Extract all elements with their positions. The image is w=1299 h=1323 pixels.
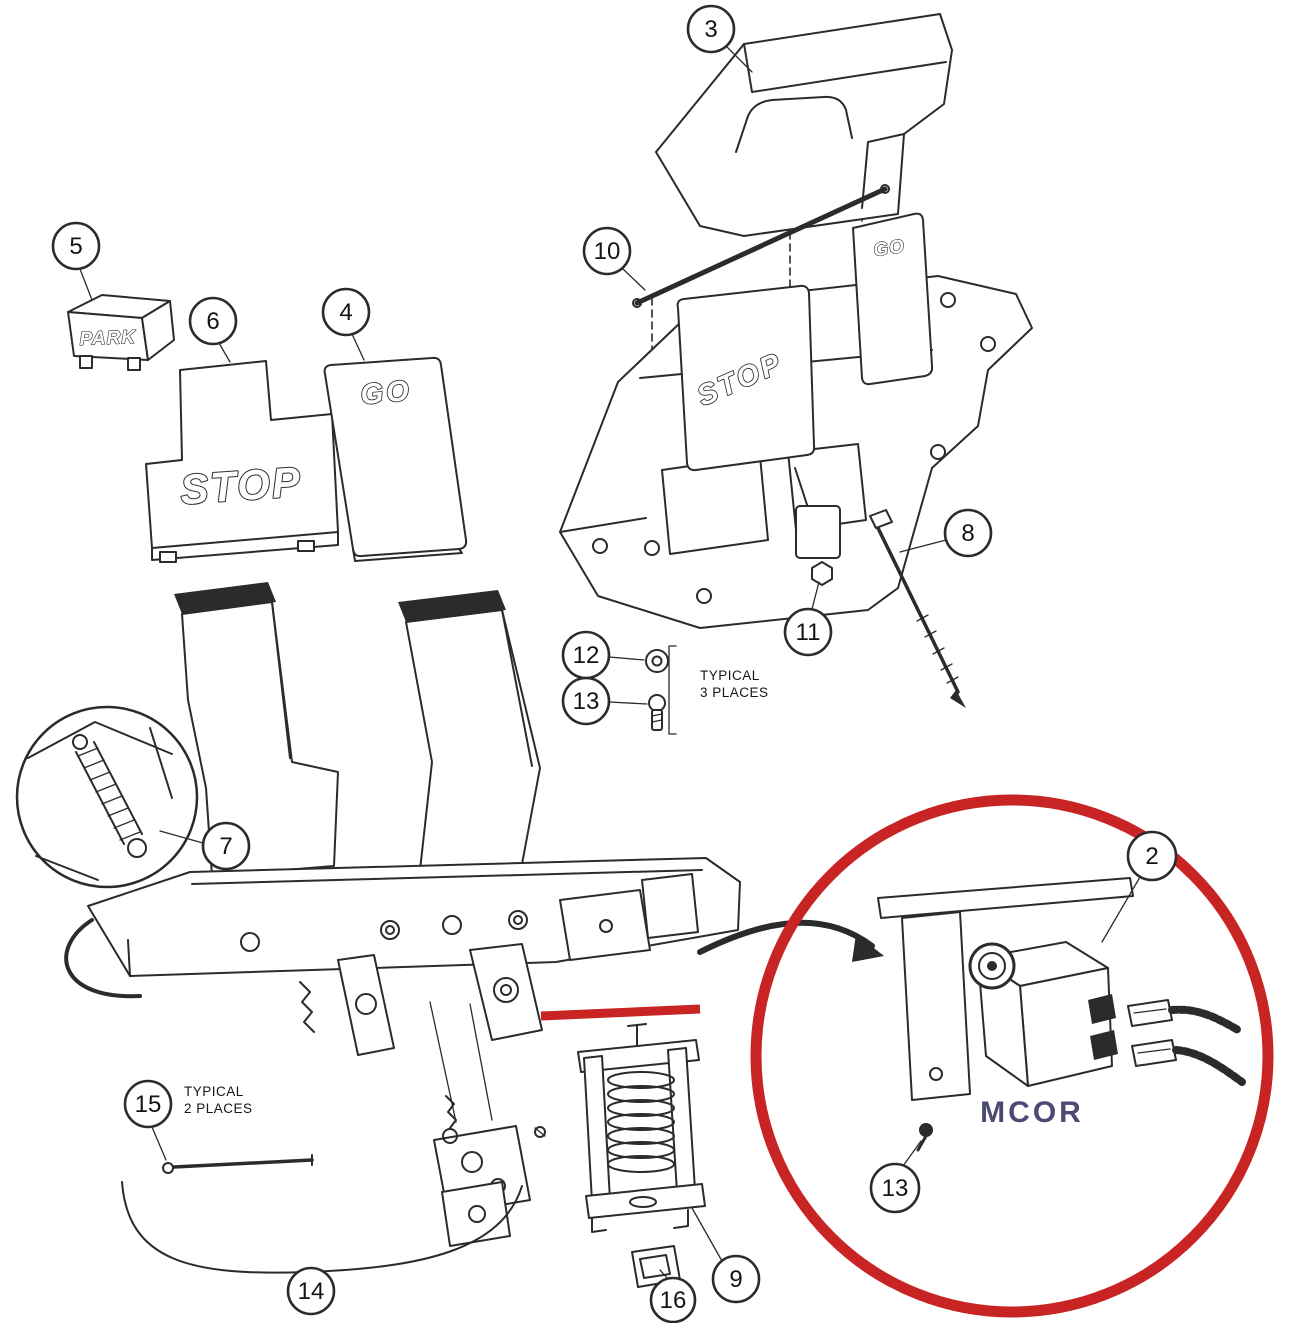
callout-13-mcor: 13 bbox=[869, 1162, 921, 1214]
svg-text:13: 13 bbox=[573, 688, 600, 715]
park-button-part: PARK bbox=[67, 294, 175, 371]
callout-6: 6 bbox=[188, 296, 238, 346]
go-pad-label: GO bbox=[359, 375, 413, 411]
callout-15: 15 bbox=[123, 1079, 173, 1129]
callout-13-top: 13 bbox=[561, 676, 611, 726]
park-label: PARK bbox=[79, 327, 136, 350]
svg-text:10: 10 bbox=[594, 238, 621, 265]
svg-text:8: 8 bbox=[961, 520, 974, 547]
callout-16: 16 bbox=[649, 1276, 697, 1323]
mcor-label: MCOR bbox=[980, 1096, 1084, 1129]
stop-pedal-pad: STOP bbox=[145, 360, 339, 563]
svg-text:12: 12 bbox=[573, 642, 600, 669]
screw-part bbox=[648, 694, 666, 731]
pedal-cover-part bbox=[655, 13, 953, 237]
svg-text:2: 2 bbox=[1145, 843, 1158, 870]
callout-12: 12 bbox=[561, 630, 611, 680]
svg-text:15: 15 bbox=[135, 1091, 162, 1118]
callout-7: 7 bbox=[201, 821, 251, 871]
svg-text:16: 16 bbox=[660, 1287, 687, 1314]
callout-leaders bbox=[79, 45, 1141, 1280]
typical-2-note-line1: TYPICAL bbox=[184, 1084, 244, 1099]
bolt-part bbox=[869, 509, 966, 708]
go-pedal-pad: GO bbox=[323, 356, 468, 562]
stop-pedal-molded: STOP bbox=[676, 284, 816, 472]
spring-assembly-part bbox=[577, 1023, 706, 1233]
svg-text:4: 4 bbox=[339, 299, 352, 326]
svg-text:9: 9 bbox=[729, 1266, 742, 1293]
washer-part bbox=[645, 649, 669, 673]
typical-2-note-line2: 2 PLACES bbox=[184, 1101, 253, 1116]
detail-arrow bbox=[697, 919, 884, 962]
svg-text:13: 13 bbox=[882, 1175, 909, 1202]
svg-text:11: 11 bbox=[796, 619, 821, 646]
callout-8: 8 bbox=[943, 508, 993, 558]
mcor-detail-inset: MCOR bbox=[750, 794, 1274, 1318]
red-highlight-underline bbox=[540, 1004, 701, 1021]
svg-text:7: 7 bbox=[219, 833, 232, 860]
callout-14: 14 bbox=[286, 1266, 336, 1316]
pedal-bracket-assembly bbox=[64, 582, 741, 1123]
svg-text:14: 14 bbox=[298, 1278, 325, 1305]
go-molded-label: GO bbox=[872, 236, 906, 261]
rod-part bbox=[162, 1154, 314, 1174]
pivot-rod-part bbox=[632, 184, 890, 308]
svg-text:6: 6 bbox=[206, 308, 219, 335]
stop-pad-label: STOP bbox=[179, 458, 304, 513]
callout-10: 10 bbox=[582, 226, 632, 276]
mount-bracket-part bbox=[794, 467, 841, 586]
red-highlight-circle bbox=[750, 794, 1274, 1318]
callout-9: 9 bbox=[711, 1254, 761, 1304]
callout-4: 4 bbox=[321, 287, 371, 337]
typical-3-note-line2: 3 PLACES bbox=[700, 685, 769, 700]
callout-2: 2 bbox=[1126, 830, 1178, 882]
callout-5: 5 bbox=[51, 221, 101, 271]
svg-text:5: 5 bbox=[69, 233, 82, 260]
typical-3-bracket bbox=[668, 645, 677, 735]
svg-text:3: 3 bbox=[704, 16, 717, 43]
callout-3: 3 bbox=[686, 4, 736, 54]
go-pedal-molded: GO bbox=[852, 212, 934, 386]
callout-11: 11 bbox=[783, 607, 833, 657]
switch-assembly-part bbox=[433, 1095, 546, 1247]
typical-3-note-line1: TYPICAL bbox=[700, 668, 760, 683]
spring-detail-inset bbox=[15, 705, 199, 889]
